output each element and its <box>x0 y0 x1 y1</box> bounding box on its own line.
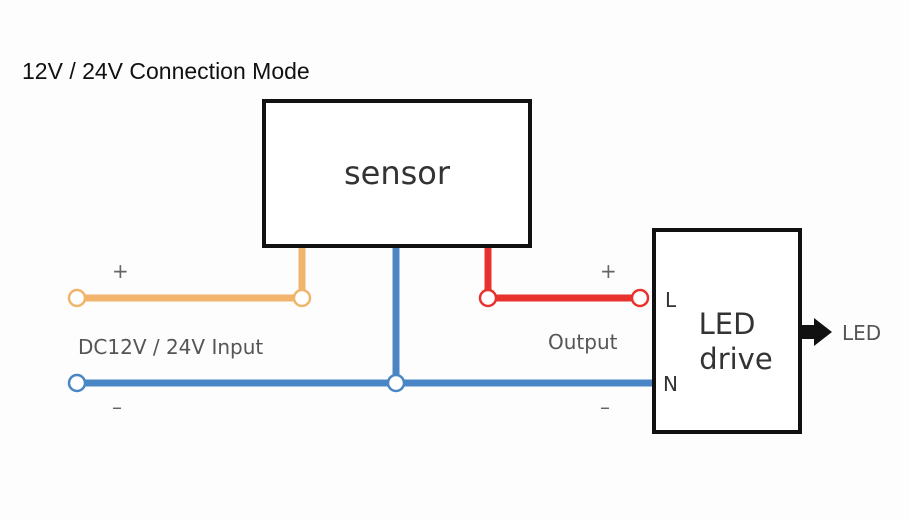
output-label: Output <box>548 330 618 354</box>
sensor-output-junction <box>478 288 498 308</box>
input-positive-terminal <box>67 288 87 308</box>
input-minus-sign: – <box>112 395 122 419</box>
positive-input-wire <box>67 248 312 308</box>
terminal-neutral-label: N <box>663 372 678 396</box>
led-driver-box: LED drive L N <box>652 228 802 434</box>
driver-label-line1: LED <box>699 307 756 341</box>
sensor-positive-junction <box>292 288 312 308</box>
input-label: DC12V / 24V Input <box>78 335 263 359</box>
driver-label-line2: drive <box>699 342 772 376</box>
negative-junction <box>386 373 406 393</box>
input-plus-sign: + <box>112 259 129 283</box>
output-minus-sign: – <box>600 395 610 419</box>
output-wire <box>478 248 650 308</box>
arrow-right-icon <box>814 318 832 346</box>
led-output-arrow: LED <box>800 318 881 346</box>
terminal-live-label: L <box>665 288 677 312</box>
sensor-label: sensor <box>344 154 451 192</box>
driver-live-terminal <box>630 288 650 308</box>
input-negative-terminal <box>67 373 87 393</box>
diagram-title: 12V / 24V Connection Mode <box>22 58 310 84</box>
led-output-label: LED <box>842 321 881 345</box>
output-plus-sign: + <box>600 259 617 283</box>
sensor-box: sensor <box>262 99 532 248</box>
negative-common-wire <box>67 248 654 393</box>
